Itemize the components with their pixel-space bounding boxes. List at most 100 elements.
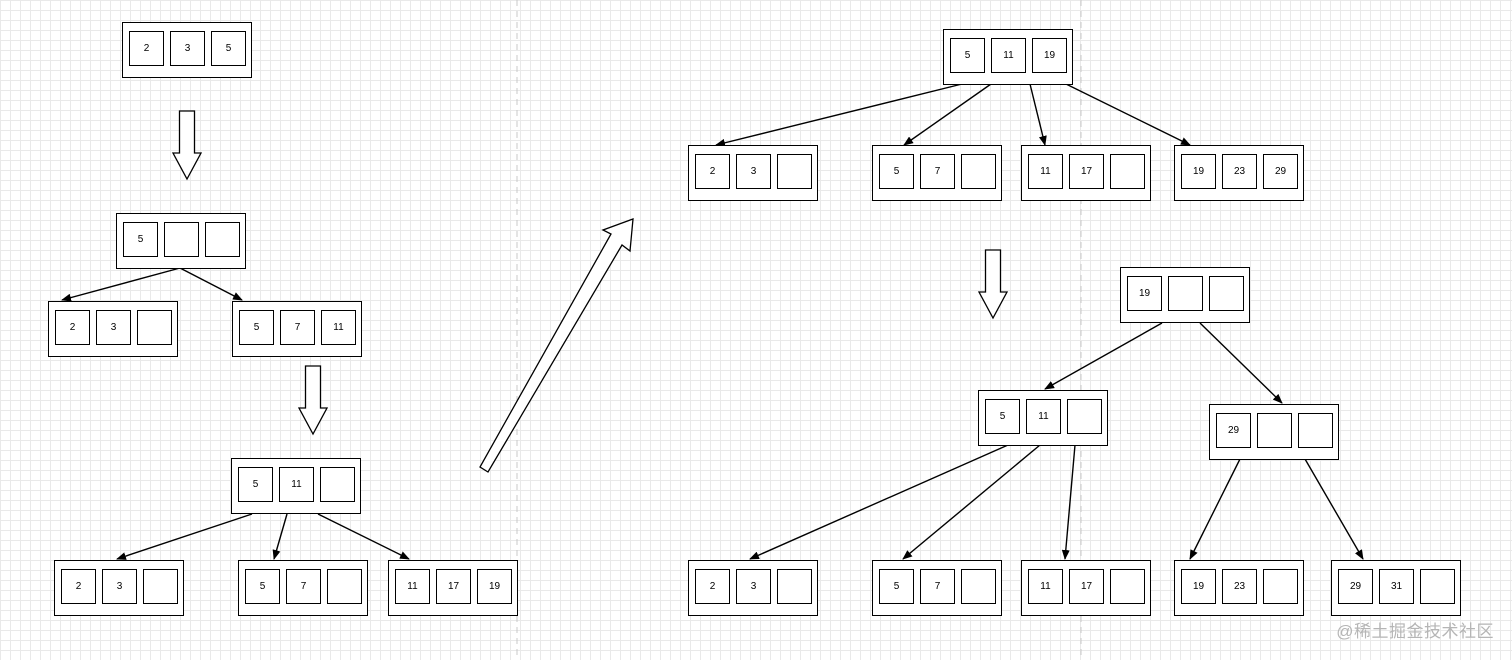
tree-edge-arrow [1061,444,1076,560]
key-cell [327,569,362,604]
key-cell [777,154,812,189]
key-cell [777,569,812,604]
watermark: @稀土掘金技术社区 [1336,622,1494,641]
key-cell: 17 [1069,569,1104,604]
key-cell [205,222,240,257]
key-cell: 5 [879,569,914,604]
tree-edge-arrow [1029,83,1047,146]
key-cell [164,222,199,257]
key-cell: 19 [1181,569,1216,604]
key-cell: 5 [879,154,914,189]
tree-edge-arrow [1189,458,1241,560]
tree-edge-arrow [317,513,410,560]
key-cell: 17 [1069,154,1104,189]
key-cell [1067,399,1102,434]
key-cell: 11 [279,467,314,502]
key-cell: 5 [238,467,273,502]
key-cell [137,310,172,345]
key-cell: 2 [129,31,164,66]
key-cell: 17 [436,569,471,604]
tree-edges [61,83,1364,560]
key-cell: 7 [920,569,955,604]
key-cell: 7 [286,569,321,604]
key-cell [961,154,996,189]
transition-arrows [171,110,1009,473]
tree-edge-arrow [272,513,288,560]
key-cell [1110,569,1145,604]
tree-edge-arrow [1065,83,1191,146]
down-arrow-1 [171,110,203,181]
key-cell: 2 [695,154,730,189]
key-cell [1168,276,1203,311]
key-cell: 11 [1028,569,1063,604]
key-cell: 23 [1222,154,1257,189]
tree-edge-arrow [749,444,1009,560]
key-cell [143,569,178,604]
key-cell [1110,154,1145,189]
tree-edge-arrow [715,83,963,147]
key-cell: 2 [55,310,90,345]
key-cell: 11 [321,310,356,345]
key-cell: 31 [1379,569,1414,604]
key-cell [320,467,355,502]
key-cell: 5 [245,569,280,604]
key-cell [961,569,996,604]
btree-node-s2-root: 5 [116,213,246,269]
btree-node-s5-root: 19 [1120,267,1250,323]
tree-edge-arrow [116,513,253,560]
tree-edge-arrow [1044,322,1163,390]
down-arrow-2 [297,365,329,436]
key-cell: 5 [239,310,274,345]
key-cell: 5 [985,399,1020,434]
key-cell: 3 [170,31,205,66]
key-cell: 3 [736,154,771,189]
key-cell: 3 [96,310,131,345]
key-cell: 19 [1181,154,1216,189]
key-cell: 11 [1026,399,1061,434]
key-cell [1209,276,1244,311]
tree-edge-arrow [1199,322,1283,404]
key-cell: 3 [736,569,771,604]
tree-edge-arrow [902,444,1041,560]
key-cell: 11 [991,38,1026,73]
key-cell: 7 [920,154,955,189]
key-cell [1257,413,1292,448]
diagonal-arrow [479,218,634,473]
tree-edge-arrow [903,83,992,146]
key-cell [1420,569,1455,604]
key-cell: 29 [1263,154,1298,189]
btree-node-s5-right: 29 [1209,404,1339,460]
key-cell: 19 [477,569,512,604]
key-cell: 7 [280,310,315,345]
tree-edge-arrow [1304,458,1364,560]
key-cell: 11 [1028,154,1063,189]
key-cell: 2 [61,569,96,604]
key-cell: 11 [395,569,430,604]
key-cell: 29 [1338,569,1373,604]
key-cell: 5 [950,38,985,73]
key-cell [1263,569,1298,604]
key-cell: 2 [695,569,730,604]
tree-edge-arrow [61,267,181,302]
key-cell [1298,413,1333,448]
key-cell: 5 [123,222,158,257]
key-cell: 29 [1216,413,1251,448]
key-cell: 19 [1032,38,1067,73]
